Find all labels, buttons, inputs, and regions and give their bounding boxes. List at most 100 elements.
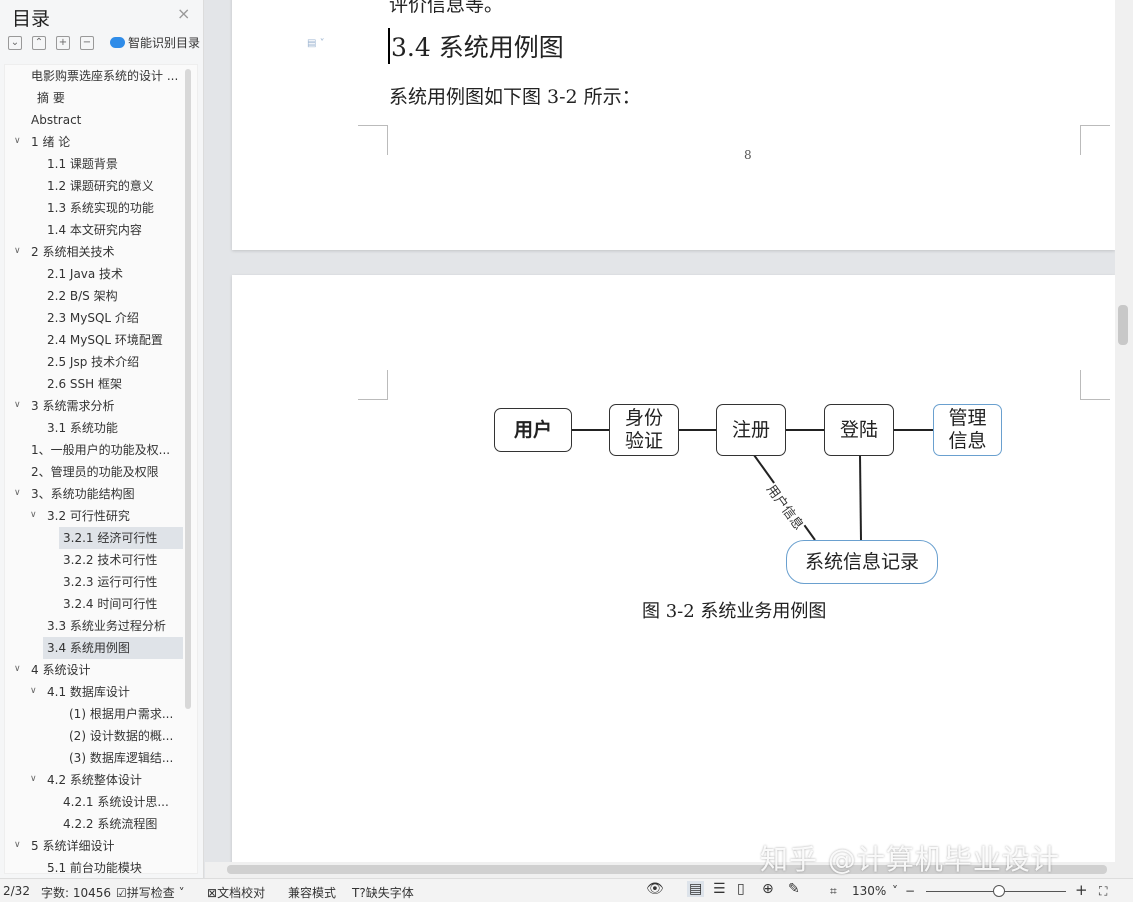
- fit-icon[interactable]: ⌗: [830, 884, 837, 898]
- toc-item-label: 4.1 数据库设计: [47, 685, 130, 699]
- page-9: 用户信息 用户 身份 验证 注册 登陆 管理 信息 系统信息记录 图 3-2 系…: [232, 275, 1115, 862]
- toc-item[interactable]: 摘 要: [33, 87, 183, 109]
- toc-item[interactable]: 5.1 前台功能模块: [43, 857, 183, 873]
- chevron-down-icon[interactable]: ∨: [30, 774, 37, 784]
- toc-item[interactable]: 3.2.3 运行可行性: [59, 571, 183, 593]
- toc-item[interactable]: 2.1 Java 技术: [43, 263, 183, 285]
- zoom-in-button[interactable]: +: [1075, 881, 1088, 899]
- zoom-dropdown-icon[interactable]: ˅: [892, 884, 898, 898]
- pen-icon[interactable]: ✎: [788, 881, 800, 897]
- toc-item[interactable]: 4 系统设计: [27, 659, 183, 681]
- toc-item[interactable]: 1.3 系统实现的功能: [43, 197, 183, 219]
- toc-item[interactable]: (1) 根据用户需求...: [65, 703, 183, 725]
- zoom-level[interactable]: 130%: [852, 884, 887, 898]
- toc-item-label: 3.2 可行性研究: [47, 509, 130, 523]
- toc-item-label: 1.3 系统实现的功能: [47, 201, 154, 215]
- toc-item[interactable]: 2.4 MySQL 环境配置: [43, 329, 183, 351]
- fullscreen-icon[interactable]: ⛶: [1099, 884, 1108, 898]
- diagram-edges: [572, 429, 934, 542]
- toc-item[interactable]: 1 绪 论: [27, 131, 183, 153]
- vertical-scrollbar[interactable]: [1115, 0, 1133, 862]
- toc-scrollbar[interactable]: [185, 69, 191, 709]
- paragraph-handle-icon[interactable]: ▤ ˅: [307, 38, 325, 49]
- toc-item-label: 2.3 MySQL 介绍: [47, 311, 139, 325]
- chevron-down-icon[interactable]: ∨: [14, 136, 21, 146]
- chevron-down-icon[interactable]: ∨: [14, 246, 21, 256]
- toc-item-label: 3.2.2 技术可行性: [63, 553, 158, 567]
- toc-item[interactable]: 2.5 Jsp 技术介绍: [43, 351, 183, 373]
- toc-item[interactable]: (3) 数据库逻辑结...: [65, 747, 183, 769]
- horizontal-scrollbar[interactable]: [205, 862, 1133, 878]
- document-area: 评价信息等。 ▤ ˅ 3.4 系统用例图 系统用例图如下图 3-2 所示： 8 …: [205, 0, 1115, 862]
- toc-item[interactable]: 3.1 系统功能: [43, 417, 183, 439]
- word-count[interactable]: 字数: 10456: [41, 886, 112, 900]
- toc-item-label: (1) 根据用户需求...: [69, 707, 174, 721]
- toc-item[interactable]: 3.4 系统用例图: [43, 637, 183, 659]
- spell-check-button[interactable]: ☑拼写检查 ˅: [116, 886, 185, 900]
- toc-item[interactable]: 2 系统相关技术: [27, 241, 183, 263]
- margin-mark: [358, 370, 388, 400]
- chevron-down-icon[interactable]: ∨: [14, 840, 21, 850]
- toc-item[interactable]: 3.2.1 经济可行性: [59, 527, 183, 549]
- zoom-slider-handle[interactable]: [993, 885, 1005, 897]
- page-indicator[interactable]: 2/32: [3, 884, 30, 898]
- toc-item-label: 3.2.3 运行可行性: [63, 575, 158, 589]
- toc-item[interactable]: 5 系统详细设计: [27, 835, 183, 857]
- toc-item[interactable]: 3.2.4 时间可行性: [59, 593, 183, 615]
- chevron-down-icon[interactable]: ∨: [30, 686, 37, 696]
- outline-view-icon[interactable]: ☰: [713, 881, 726, 897]
- toc-item[interactable]: 2.3 MySQL 介绍: [43, 307, 183, 329]
- prev-text: 评价信息等。: [389, 0, 504, 16]
- missing-font-button[interactable]: T?缺失字体: [352, 886, 414, 900]
- toc-item[interactable]: 4.2.2 系统流程图: [59, 813, 183, 835]
- node-record: 系统信息记录: [786, 540, 938, 584]
- toc-item[interactable]: 3 系统需求分析: [27, 395, 183, 417]
- close-icon[interactable]: ×: [177, 4, 191, 23]
- toc-item[interactable]: 4.2.1 系统设计思...: [59, 791, 183, 813]
- toc-item[interactable]: (2) 设计数据的概...: [65, 725, 183, 747]
- toc-item[interactable]: Abstract: [27, 109, 183, 131]
- toc-item[interactable]: 3、系统功能结构图: [27, 483, 183, 505]
- compat-mode[interactable]: 兼容模式: [288, 886, 337, 900]
- doc-check-button[interactable]: ⊠文档校对: [207, 886, 266, 900]
- collapse-all-button[interactable]: ⌄: [8, 35, 22, 50]
- page-view-icon[interactable]: ▤: [687, 881, 705, 897]
- toc-item[interactable]: 2、管理员的功能及权限: [27, 461, 183, 483]
- scroll-thumb[interactable]: [227, 865, 1107, 874]
- smart-toc-button[interactable]: 智能识别目录: [110, 34, 200, 51]
- toc-item[interactable]: 1、一般用户的功能及权...: [27, 439, 183, 461]
- chevron-down-icon[interactable]: ∨: [14, 488, 21, 498]
- edge: [859, 454, 862, 542]
- scroll-thumb[interactable]: [1118, 305, 1128, 345]
- remove-level-button[interactable]: −: [80, 35, 94, 50]
- reading-view-icon[interactable]: ▯: [737, 881, 745, 897]
- add-level-button[interactable]: +: [56, 35, 70, 50]
- eye-protect-icon[interactable]: 👁: [646, 881, 664, 897]
- toc-item[interactable]: 3.2.2 技术可行性: [59, 549, 183, 571]
- toc-item[interactable]: 4.2 系统整体设计: [43, 769, 183, 791]
- toc-item-label: 电影购票选座系统的设计 ...: [31, 69, 179, 83]
- toc-item[interactable]: 电影购票选座系统的设计 ...: [27, 65, 183, 87]
- zoom-out-button[interactable]: −: [905, 884, 916, 898]
- toc-item[interactable]: 1.4 本文研究内容: [43, 219, 183, 241]
- toc-item[interactable]: 1.1 课题背景: [43, 153, 183, 175]
- chevron-down-icon[interactable]: ∨: [30, 510, 37, 520]
- web-view-icon[interactable]: ⊕: [762, 881, 774, 897]
- margin-mark: [1080, 125, 1110, 155]
- toc-item-label: 3.3 系统业务过程分析: [47, 619, 166, 633]
- toc-item[interactable]: 1.2 课题研究的意义: [43, 175, 183, 197]
- toc-item[interactable]: 2.2 B/S 架构: [43, 285, 183, 307]
- toc-item[interactable]: 3.3 系统业务过程分析: [43, 615, 183, 637]
- toc-item[interactable]: 4.1 数据库设计: [43, 681, 183, 703]
- chevron-down-icon[interactable]: ∨: [14, 664, 21, 674]
- doc-check-icon: ⊠: [207, 886, 218, 900]
- toc-item-label: 1、一般用户的功能及权...: [31, 443, 171, 457]
- chevron-down-icon[interactable]: ∨: [14, 400, 21, 410]
- section-heading[interactable]: 3.4 系统用例图: [388, 28, 564, 64]
- expand-up-button[interactable]: ⌃: [32, 35, 46, 50]
- toc-item[interactable]: 3.2 可行性研究: [43, 505, 183, 527]
- paragraph[interactable]: 系统用例图如下图 3-2 所示：: [389, 86, 641, 108]
- toc-item[interactable]: 2.6 SSH 框架: [43, 373, 183, 395]
